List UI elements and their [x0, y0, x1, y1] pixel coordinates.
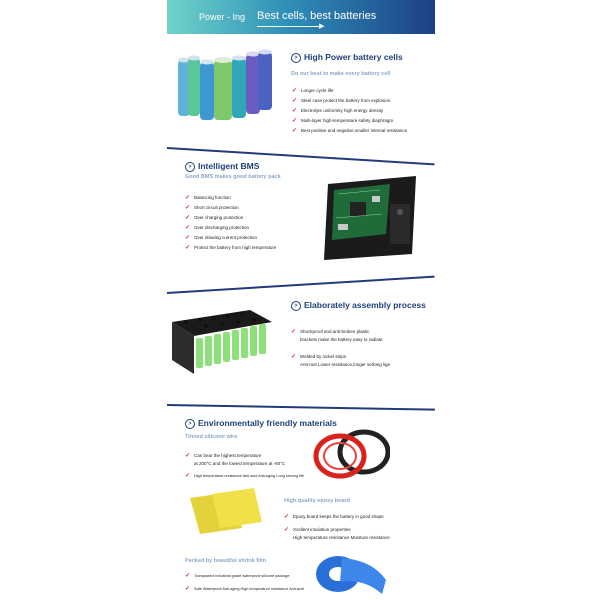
check-icon: ✓ — [292, 118, 298, 124]
check-icon: ✓ — [185, 586, 191, 592]
section-subtitle-cells: Do our best to make every battery cell — [291, 71, 391, 77]
arrow-right-icon: ▶ — [319, 23, 325, 30]
check-icon: ✓ — [185, 573, 191, 579]
list-item: ✓Over discharging protection — [185, 225, 250, 231]
check-icon: ✓ — [185, 215, 191, 221]
film-item: ✓Transparent industrial grade waterproof… — [185, 573, 290, 579]
check-icon: ✓ — [284, 527, 290, 533]
epoxy-item: ✓Epoxy board keeps the battery in good s… — [284, 514, 384, 520]
check-icon: ✓ — [292, 98, 298, 104]
check-icon: ✓ — [292, 108, 298, 114]
list-item: ✓Best positive and negative,smaller inte… — [292, 128, 408, 134]
section-title-materials: >Environmentally friendly materials — [185, 418, 337, 429]
battery-cell — [188, 55, 200, 116]
banner-arrow-line — [257, 26, 323, 27]
check-icon: ✓ — [292, 88, 298, 94]
check-icon: ✓ — [185, 225, 191, 231]
section-title-assembly: >Elaborately assembly process — [291, 300, 426, 311]
check-icon: ✓ — [292, 128, 298, 134]
check-icon: ✓ — [185, 235, 191, 241]
list-item: ✓Balancing function — [185, 195, 231, 201]
section-subtitle-bms: Good BMS makes good battery pack — [185, 174, 281, 180]
brand-name: Power - Ing — [199, 12, 246, 22]
cells-feature-list: ✓Longer cycle life ✓Steel case protect t… — [292, 86, 407, 136]
battery-cell — [214, 57, 232, 120]
battery-cell — [232, 55, 246, 118]
list-item: ✓Protect the battery from high temperatu… — [185, 245, 277, 251]
film-subtitle: Packed by beautiful shrink film — [185, 558, 266, 564]
banner-title: Best cells, best batteries — [257, 10, 377, 22]
battery-cell — [258, 49, 272, 110]
battery-cell — [246, 51, 260, 114]
wire-item: ✓High temperature resistance Anti-acid A… — [185, 473, 304, 479]
bms-circuit-board-image — [324, 176, 416, 260]
shrink-film-image — [316, 556, 386, 594]
header-banner: Power - Ing Best cells, best batteries ▶ — [167, 0, 435, 34]
check-icon: ✓ — [291, 329, 297, 335]
battery-cell — [200, 59, 214, 120]
list-item: ✓Over charging protection — [185, 215, 244, 221]
chevron-right-icon: > — [291, 300, 301, 311]
list-item: ✓Electrolyte uniformity high energy dens… — [292, 108, 384, 114]
silicone-wire-image — [313, 429, 390, 479]
check-icon: ✓ — [185, 453, 191, 459]
chevron-right-icon: > — [291, 52, 301, 63]
wire-subtitle: Tinned silicone wire — [185, 434, 238, 440]
battery-cell — [178, 57, 190, 116]
list-item: ✓Steel case protect the battery from exp… — [292, 98, 391, 104]
battery-cells-image — [178, 49, 272, 120]
check-icon: ✓ — [291, 354, 297, 360]
film-item: ✓Safe Waterproof Anti-aging High tempera… — [185, 586, 304, 592]
check-icon: ✓ — [185, 473, 191, 479]
bms-feature-list: ✓Balancing function ✓Short circuit prote… — [185, 193, 276, 253]
epoxy-subtitle: High-quality epoxy board — [284, 498, 351, 504]
battery-pack-image — [172, 310, 272, 374]
list-item: ✓Longer cycle life — [292, 88, 334, 94]
check-icon: ✓ — [185, 205, 191, 211]
section-title-cells: >High Power battery cells — [291, 52, 403, 63]
check-icon: ✓ — [284, 514, 290, 520]
list-item: ✓Over drawing current protection — [185, 235, 258, 241]
epoxy-board-image — [190, 488, 262, 534]
list-item: ✓Short circuit protection — [185, 205, 239, 211]
chevron-right-icon: > — [185, 418, 195, 429]
section-title-bms: >Intelligent BMS — [185, 161, 259, 172]
check-icon: ✓ — [185, 195, 191, 201]
check-icon: ✓ — [185, 245, 191, 251]
list-item: ✓Multi-layer high-temperature safety dia… — [292, 118, 394, 124]
chevron-right-icon: > — [185, 161, 195, 172]
